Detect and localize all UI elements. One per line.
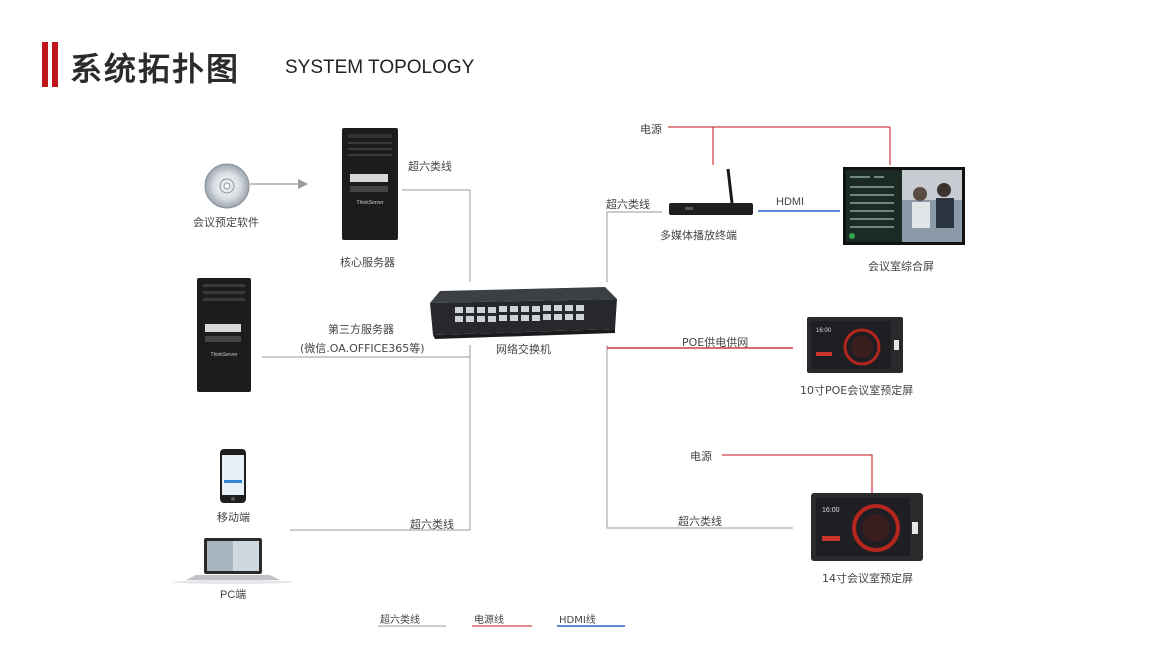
server-tower-icon: ThinkServer	[197, 278, 251, 392]
pc-label: PC端	[220, 589, 247, 601]
legend-power-label: 电源线	[474, 615, 504, 626]
legend-cat6-label: 超六类线	[380, 615, 420, 626]
clock-text: 16:00	[816, 328, 832, 334]
booking-software-label: 会议预定软件	[193, 216, 259, 229]
arrow-head	[298, 179, 308, 189]
hdmi-label: HDMI	[776, 196, 805, 208]
title-accent-bar	[42, 42, 48, 87]
page-subtitle: SYSTEM TOPOLOGY	[285, 57, 475, 78]
server-brand-text: ThinkServer	[211, 352, 238, 358]
cat6-line-14	[606, 345, 793, 529]
clock-text: 16:00	[822, 507, 840, 514]
screen-14-label: 14寸会议室预定屏	[822, 572, 913, 585]
power-line-14	[722, 454, 873, 495]
server-brand-text: ThinkServer	[357, 200, 384, 206]
cat6-line-server	[402, 189, 471, 282]
power-label-player: 电源	[640, 123, 662, 136]
switch-label: 网络交换机	[496, 343, 551, 356]
core-server-label: 核心服务器	[340, 256, 395, 269]
media-player-label: 多媒体播放终端	[660, 229, 737, 242]
media-player-icon	[669, 168, 753, 215]
page-title: 系统拓扑图	[70, 50, 241, 88]
poe-panel-10-icon: 16:00	[807, 317, 903, 373]
legend-hdmi-label: HDMI线	[559, 615, 596, 626]
power-label-14: 电源	[690, 450, 712, 463]
disc-icon	[204, 163, 250, 209]
mobile-phone-icon	[220, 449, 246, 503]
network-switch-icon	[430, 287, 617, 339]
third-party-note: (微信.OA.OFFICE365等)	[300, 342, 425, 355]
laptop-icon	[173, 538, 293, 584]
cat6-line-player	[606, 211, 662, 282]
mobile-label: 移动端	[217, 511, 250, 524]
cat6-label-client: 超六类线	[410, 518, 454, 531]
poe-label: POE供电供网	[682, 336, 749, 349]
cat6-label-server: 超六类线	[408, 160, 452, 173]
cat6-label-14: 超六类线	[678, 515, 722, 528]
meeting-room-display-icon	[843, 167, 965, 245]
server-tower-icon: ThinkServer	[342, 128, 398, 240]
cat6-label-player: 超六类线	[606, 198, 650, 211]
poe-screen-10-label: 10寸POE会议室预定屏	[800, 384, 914, 397]
title-accent-bar	[52, 42, 58, 87]
third-party-server-label: 第三方服务器	[328, 323, 394, 336]
panel-14-icon: 16:00	[811, 493, 923, 561]
meeting-screen-label: 会议室综合屏	[868, 260, 934, 273]
cat6-line-client	[290, 345, 471, 531]
